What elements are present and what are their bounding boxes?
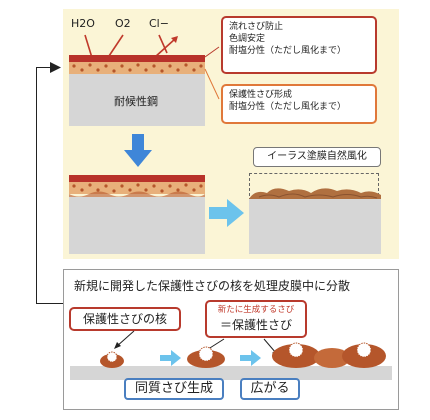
h2o-label: H2O <box>71 17 95 30</box>
steel-label: 耐候性鋼 <box>114 95 158 108</box>
new-rust-line-2: ＝保護性さび <box>219 318 292 332</box>
callout-red-line-2: 色調安定 <box>229 34 266 44</box>
rust-nucleus-1-icon <box>100 351 124 368</box>
coating-layer-2 <box>69 175 205 182</box>
same-rust-label: 同質さび生成 <box>134 381 213 396</box>
rust-dots-icon <box>72 63 203 73</box>
rust-dots-icon-2 <box>72 183 203 193</box>
spread-box: 広がる <box>240 378 300 400</box>
new-rust-box: 新たに生成するさび ＝保護性さび <box>205 300 307 338</box>
bottom-substrate <box>70 366 392 380</box>
top-panel: H2O O2 Cl− 耐候性鋼 流れさび防止 色調 <box>63 9 399 259</box>
flow-line-bottom <box>36 303 63 304</box>
flow-arrowhead-icon <box>50 62 61 73</box>
nucleus-label-box: 保護性さびの核 <box>69 307 181 331</box>
steel-block-3 <box>249 199 381 254</box>
spread-label: 広がる <box>250 381 290 396</box>
cl-label: Cl− <box>149 17 169 30</box>
same-rust-box: 同質さび生成 <box>124 378 224 400</box>
o2-label: O2 <box>115 17 131 30</box>
callout-red: 流れさび防止 色調安定 耐塩分性（ただし風化まで） <box>221 16 377 74</box>
right-arrow-icon <box>209 199 244 227</box>
flow-line-top <box>36 67 52 68</box>
bottom-title: 新規に開発した保護性さびの核を処理皮膜中に分散 <box>74 279 351 293</box>
steel-block-2 <box>69 197 205 254</box>
erase-label-box: イーラス塗膜自然風化 <box>253 147 381 167</box>
erase-label: イーラス塗膜自然風化 <box>267 151 367 162</box>
callout-orange-line-2: 耐塩分性（ただし風化まで） <box>229 102 347 112</box>
down-arrow-icon <box>124 134 152 167</box>
coating-layer <box>69 55 205 62</box>
rust-nucleus-3-icon <box>272 342 386 368</box>
callout-red-line-3: 耐塩分性（ただし風化まで） <box>229 46 347 56</box>
callout-orange-line-1: 保護性さび形成 <box>229 90 293 100</box>
callout-red-line-1: 流れさび防止 <box>229 22 284 32</box>
rust-nucleus-2-icon <box>187 346 225 368</box>
flow-line-vertical <box>36 67 37 304</box>
steel-block <box>69 74 205 126</box>
small-right-arrow-icon-1 <box>160 350 181 366</box>
new-rust-line-1: 新たに生成するさび <box>217 305 295 315</box>
callout-connectors-icon <box>204 46 220 100</box>
small-right-arrow-icon-2 <box>240 350 261 366</box>
callout-orange: 保護性さび形成 耐塩分性（ただし風化まで） <box>221 84 377 124</box>
nucleus-label: 保護性さびの核 <box>82 312 167 326</box>
bottom-panel: 新規に開発した保護性さびの核を処理皮膜中に分散 保護性さびの核 新たに生成するさ… <box>63 269 399 410</box>
